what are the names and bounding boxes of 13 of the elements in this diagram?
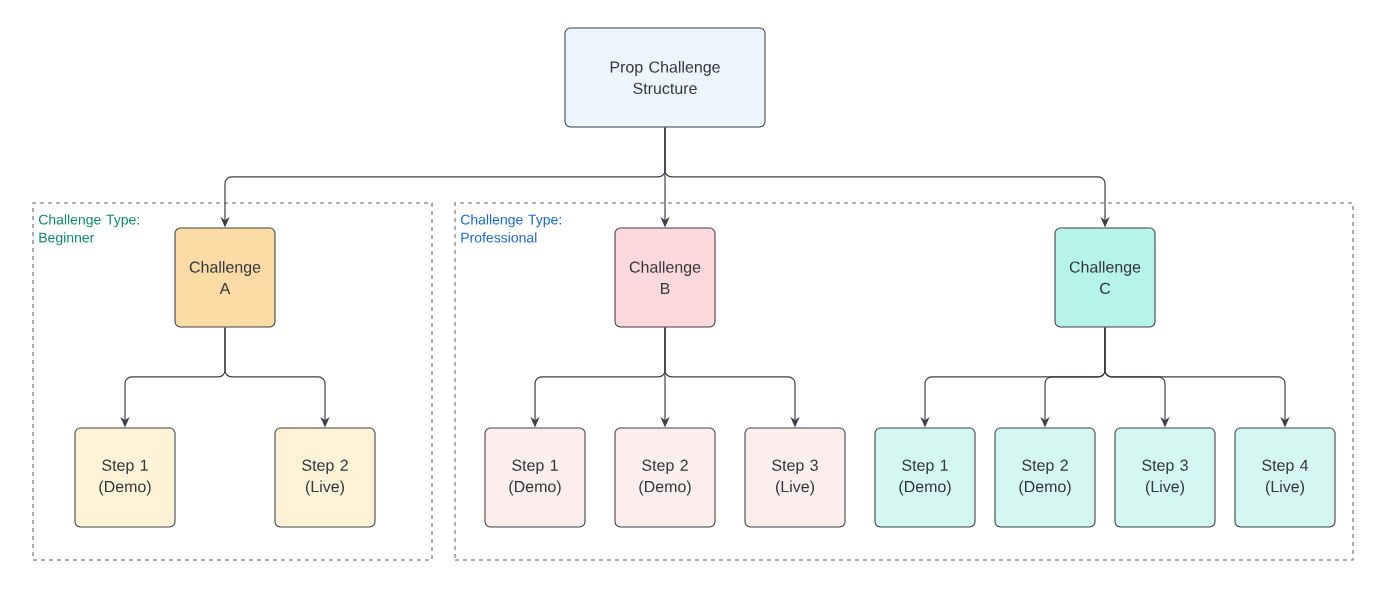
process-box: Step 1 (Demo) — [484, 427, 586, 528]
process-box: Step 3 (Live) — [1114, 427, 1216, 528]
process-box: Challenge A — [174, 227, 276, 328]
process-box: Step 2 (Live) — [274, 427, 376, 528]
process-box: Challenge B — [614, 227, 716, 328]
process-box: Step 4 (Live) — [1234, 427, 1336, 528]
process-box: Prop Challenge Structure — [564, 27, 766, 128]
process-box: Step 2 (Demo) — [614, 427, 716, 528]
process-box: Challenge C — [1054, 227, 1156, 328]
process-box: Step 2 (Demo) — [994, 427, 1096, 528]
process-box: Step 1 (Demo) — [74, 427, 176, 528]
process-box: Step 3 (Live) — [744, 427, 846, 528]
process-box: Step 1 (Demo) — [874, 427, 976, 528]
